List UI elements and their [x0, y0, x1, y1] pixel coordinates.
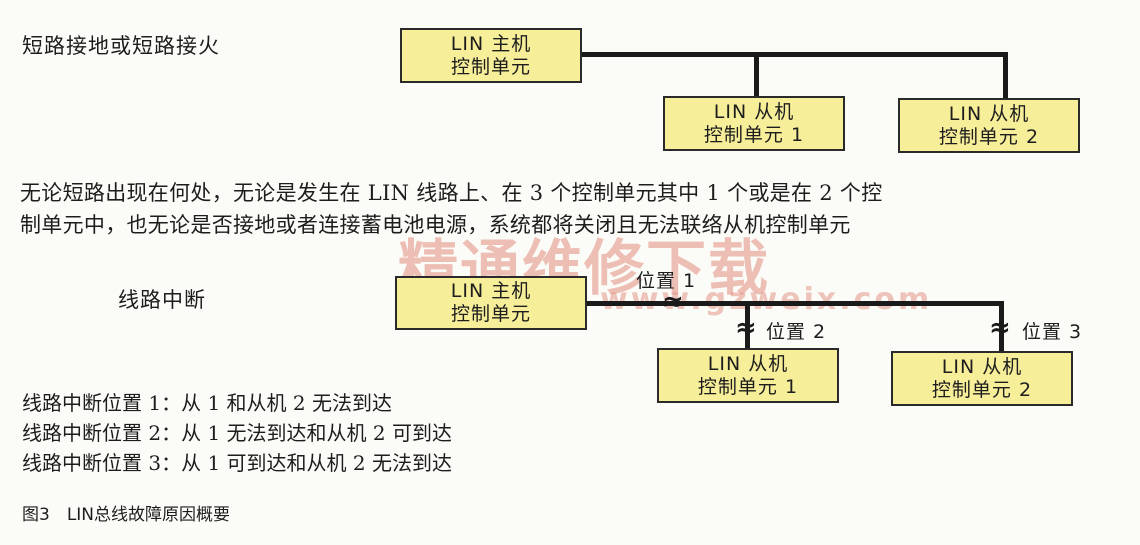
top-master-control-unit: LIN 主机 控制单元 — [400, 28, 582, 83]
box-label: 控制单元 — [450, 303, 531, 325]
bus-wire-bottom-main — [586, 301, 1004, 306]
bottom-slave-control-unit-2: LIN 从机 控制单元 2 — [891, 351, 1073, 406]
location-2-label: 位置 2 — [766, 321, 827, 343]
top-slave-control-unit-2: LIN 从机 控制单元 2 — [898, 98, 1080, 153]
interruption-case-3: 线路中断位置 3：从 1 可到达和从机 2 无法到达 — [22, 451, 452, 475]
box-label: 控制单元 — [450, 55, 531, 78]
top-slave-control-unit-1: LIN 从机 控制单元 1 — [663, 96, 845, 151]
location-3-label: 位置 3 — [1022, 321, 1083, 343]
box-label: LIN 从机 — [707, 352, 789, 375]
box-label: 控制单元 2 — [931, 378, 1033, 401]
bottom-master-control-unit: LIN 主机 控制单元 — [395, 276, 587, 330]
break-symbol-position-1: ≈ — [662, 287, 684, 317]
bus-wire-bottom-drop-2 — [999, 301, 1004, 353]
box-label: LIN 主机 — [450, 32, 532, 55]
description-line-1: 无论短路出现在何处，无论是发生在 LIN 线路上、在 3 个控制单元其中 1 个… — [20, 181, 883, 205]
bus-wire-bottom-drop-1 — [745, 303, 750, 350]
bus-wire-top-main — [580, 52, 1008, 57]
box-label: 控制单元 1 — [703, 123, 805, 146]
box-label: LIN 主机 — [450, 280, 532, 302]
bus-wire-top-drop-1 — [754, 54, 759, 98]
interruption-case-1: 线路中断位置 1：从 1 和从机 2 无法到达 — [22, 391, 392, 415]
break-symbol-position-2: ≈ — [735, 313, 757, 343]
box-label: LIN 从机 — [941, 355, 1023, 378]
watermark-url: www.gzweix.com — [600, 282, 933, 317]
bus-wire-top-drop-2 — [1003, 52, 1008, 100]
short-circuit-heading: 短路接地或短路接火 — [22, 34, 220, 58]
box-label: 控制单元 2 — [938, 125, 1040, 148]
break-symbol-position-3: ≈ — [989, 313, 1011, 343]
interruption-case-2: 线路中断位置 2：从 1 无法到达和从机 2 可到达 — [22, 421, 452, 445]
description-line-2: 制单元中，也无论是否接地或者连接蓄电池电源，系统都将关闭且无法联络从机控制单元 — [20, 213, 851, 237]
location-1-label: 位置 1 — [636, 270, 697, 292]
line-interruption-heading: 线路中断 — [118, 288, 206, 312]
figure-caption: 图3 LIN总线故障原因概要 — [22, 505, 231, 525]
box-label: LIN 从机 — [713, 100, 795, 123]
box-label: LIN 从机 — [948, 102, 1030, 125]
bottom-slave-control-unit-1: LIN 从机 控制单元 1 — [657, 348, 839, 403]
box-label: 控制单元 1 — [697, 375, 799, 398]
